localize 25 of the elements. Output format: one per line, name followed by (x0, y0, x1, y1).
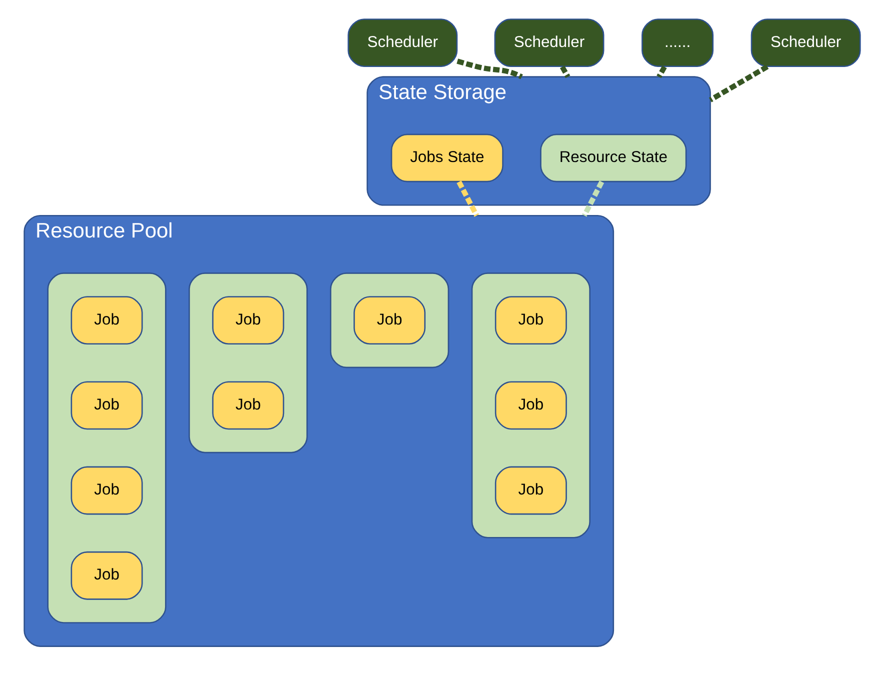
node-box: Job (354, 296, 426, 344)
node-box: Job (494, 466, 567, 514)
node-box: Job (70, 550, 143, 600)
connector (708, 64, 769, 102)
cluster (47, 272, 166, 623)
connector (582, 180, 604, 216)
node-box: ...... (642, 18, 714, 67)
cluster (188, 272, 308, 453)
connector (560, 65, 570, 78)
node-box: Scheduler (494, 18, 604, 67)
cluster (471, 272, 590, 538)
node-box: Job (494, 380, 567, 430)
connector (656, 65, 667, 78)
node-box: Job (70, 466, 143, 514)
node-box: Job (212, 296, 284, 344)
node-box: Resource State (540, 133, 687, 182)
node-box: Jobs State (390, 133, 504, 182)
node-box: Scheduler (750, 18, 861, 67)
node-box: Job (212, 380, 284, 430)
node-box: Job (70, 296, 143, 344)
node-box: Job (70, 380, 143, 430)
node-box: Scheduler (348, 18, 458, 67)
connector (456, 180, 479, 216)
node-box: Job (494, 296, 567, 344)
cluster (330, 272, 450, 368)
